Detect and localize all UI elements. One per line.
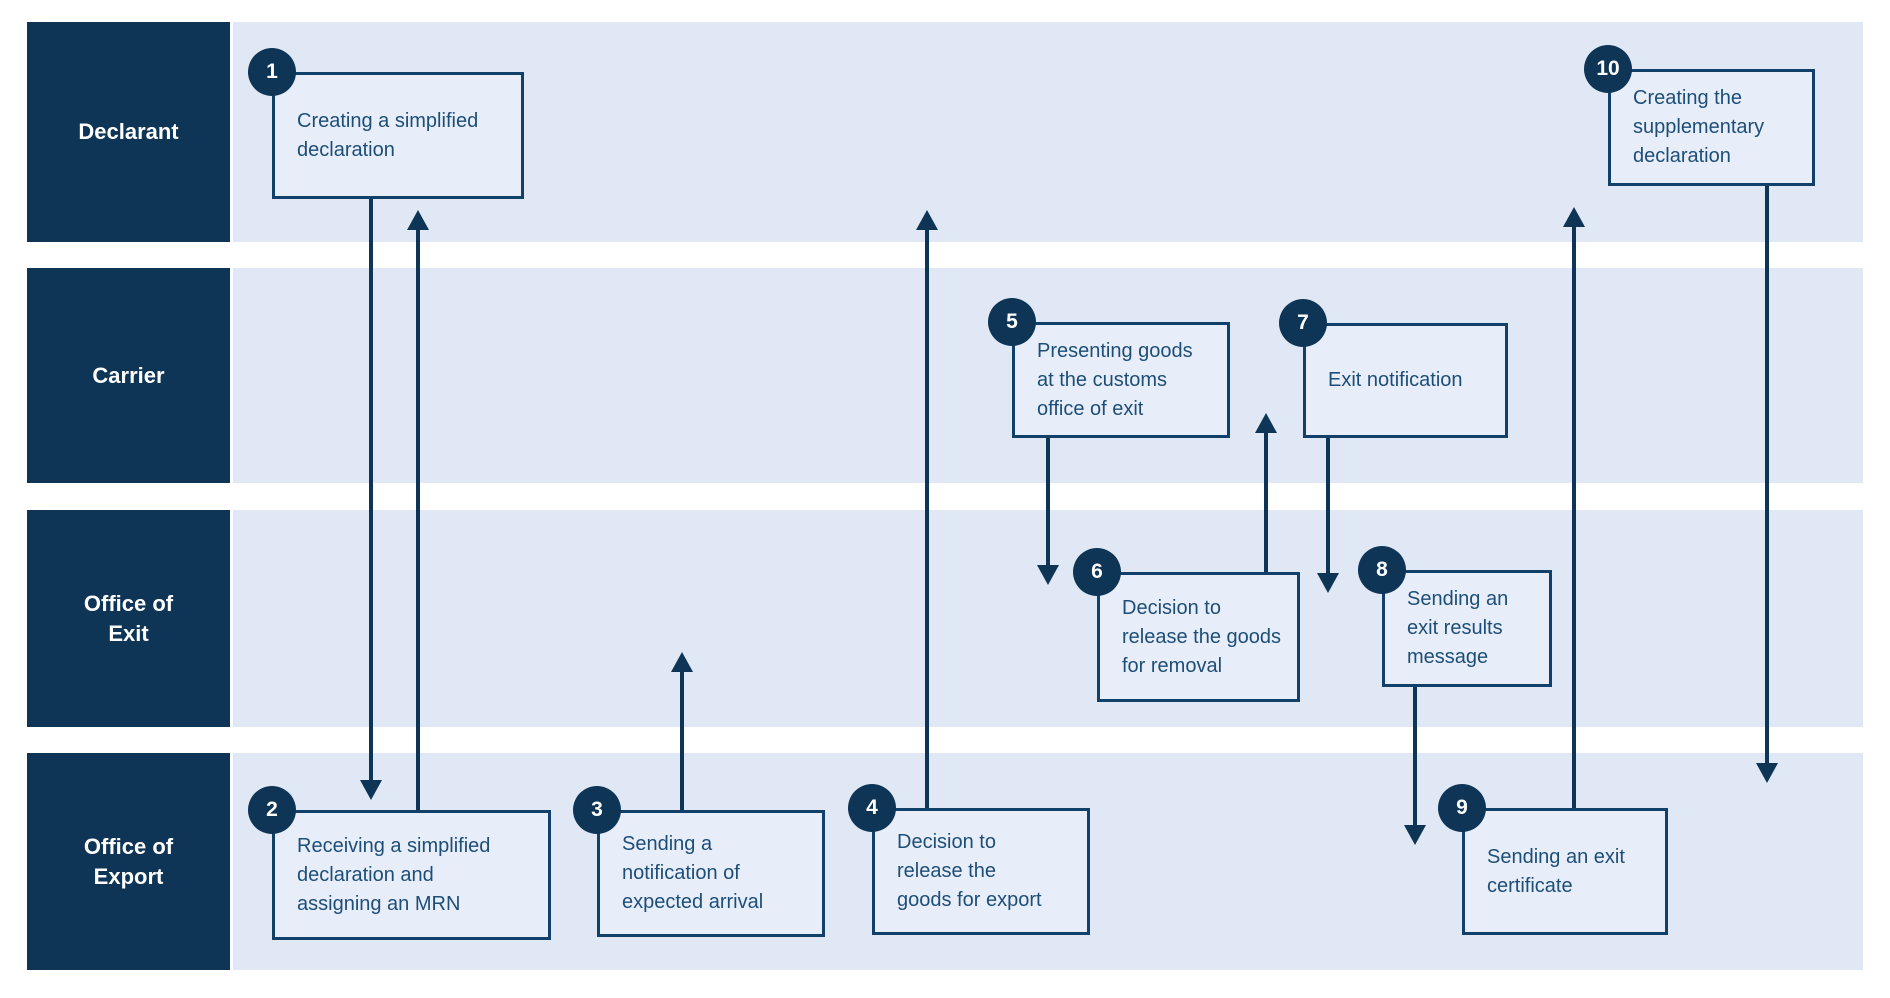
step-text-line: exit results <box>1407 617 1503 639</box>
step-text-line: assigning an MRN <box>297 892 461 915</box>
step-number-3: 3 <box>573 786 621 834</box>
step-box-7: Exit notification <box>1303 323 1508 438</box>
step-text-line: Sending an <box>1407 588 1509 610</box>
step-text-line: Decision to <box>897 831 996 853</box>
lane-label-text: Declarant <box>78 119 179 144</box>
arrow-1-to-2-head <box>360 780 382 800</box>
step-text-line: Creating a simplified <box>297 109 479 132</box>
lane-label-carrier: Carrier <box>27 268 230 483</box>
step-number-10: 10 <box>1584 45 1632 93</box>
arrow-2-to-1-line <box>416 226 420 810</box>
step-box-10: Creating the supplementary declaration <box>1608 69 1815 186</box>
step-box-4: Decision to release the goods for export <box>872 808 1090 935</box>
step-number-1: 1 <box>248 48 296 96</box>
step-number-text: 6 <box>1091 560 1103 583</box>
step-number-2: 2 <box>248 786 296 834</box>
step-text-line: release the <box>897 860 996 882</box>
step-text-line: Creating the <box>1633 87 1742 109</box>
step-text-line: for removal <box>1122 654 1223 677</box>
step-text-line: office of exit <box>1037 397 1144 420</box>
step-number-text: 7 <box>1297 311 1309 334</box>
arrow-5-to-6-line <box>1046 438 1050 569</box>
arrow-8-to-9-head <box>1404 825 1426 845</box>
arrow-4-up-head <box>916 210 938 230</box>
step-number-5: 5 <box>988 298 1036 346</box>
step-text-line: Exit notification <box>1328 369 1463 391</box>
lane-label-declarant: Declarant <box>27 22 230 242</box>
lane-label-text: Carrier <box>92 362 165 388</box>
lane-label-text: Office of Export <box>83 833 174 889</box>
arrow-7-to-8-head <box>1317 573 1339 593</box>
step-box-5: Presenting goods at the customs office o… <box>1012 322 1230 438</box>
step-box-8: Sending an exit results message <box>1382 570 1552 687</box>
step-text-line: declaration <box>297 138 395 161</box>
step-number-text: 3 <box>591 798 603 821</box>
step-text-line: declaration <box>1633 145 1731 167</box>
arrow-10-down-line <box>1765 186 1769 767</box>
step-number-7: 7 <box>1279 299 1327 347</box>
step-text-line: Receiving a simplified <box>297 834 491 857</box>
step-text-line: notification of <box>622 862 740 884</box>
step-text-line: supplementary <box>1633 116 1765 138</box>
arrow-9-to-10-line <box>1572 223 1576 808</box>
step-text-line: release the goods <box>1122 625 1282 648</box>
step-number-text: 10 <box>1596 57 1620 80</box>
step-box-6: Decision to release the goods for remova… <box>1097 572 1300 702</box>
arrow-9-to-10-head <box>1563 207 1585 227</box>
arrow-6-up-line <box>1264 429 1268 572</box>
step-number-text: 1 <box>266 60 278 83</box>
arrow-5-to-6-head <box>1037 565 1059 585</box>
arrow-1-to-2-line <box>369 199 373 784</box>
step-number-text: 2 <box>266 798 278 821</box>
step-box-1: Creating a simplified declaration <box>272 72 524 199</box>
step-number-8: 8 <box>1358 546 1406 594</box>
lane-label-office-of-exit: Office of Exit <box>27 510 230 727</box>
arrow-10-down-head <box>1756 763 1778 783</box>
arrow-7-to-8-line <box>1326 438 1330 577</box>
arrow-6-up-head <box>1255 413 1277 433</box>
step-text-line: Decision to <box>1122 596 1221 619</box>
step-text-line: certificate <box>1487 874 1573 897</box>
lane-label-text: Office of Exit <box>83 590 174 646</box>
step-number-9: 9 <box>1438 784 1486 832</box>
arrow-3-up-head <box>671 652 693 672</box>
step-text-line: expected arrival <box>622 891 764 913</box>
step-text-line: goods for export <box>897 889 1042 911</box>
step-number-text: 4 <box>866 796 878 819</box>
arrow-4-up-line <box>925 226 929 808</box>
arrow-2-to-1-head <box>407 210 429 230</box>
step-number-6: 6 <box>1073 548 1121 596</box>
step-box-3: Sending a notification of expected arriv… <box>597 810 825 937</box>
step-text-line: message <box>1407 646 1489 668</box>
step-text-line: at the customs <box>1037 368 1168 391</box>
lane-label-office-of-export: Office of Export <box>27 753 230 970</box>
arrow-8-to-9-line <box>1413 687 1417 829</box>
step-box-2: Receiving a simplified declaration and a… <box>272 810 551 940</box>
step-box-9: Sending an exit certificate <box>1462 808 1668 935</box>
step-number-text: 8 <box>1376 558 1388 581</box>
step-text-line: Sending a <box>622 833 713 855</box>
step-text-line: Sending an exit <box>1487 845 1625 868</box>
step-number-text: 9 <box>1456 796 1468 819</box>
arrow-3-up-line <box>680 668 684 810</box>
step-number-text: 5 <box>1006 310 1018 333</box>
step-text-line: Presenting goods <box>1037 339 1193 362</box>
step-text-line: declaration and <box>297 863 434 886</box>
step-number-4: 4 <box>848 784 896 832</box>
